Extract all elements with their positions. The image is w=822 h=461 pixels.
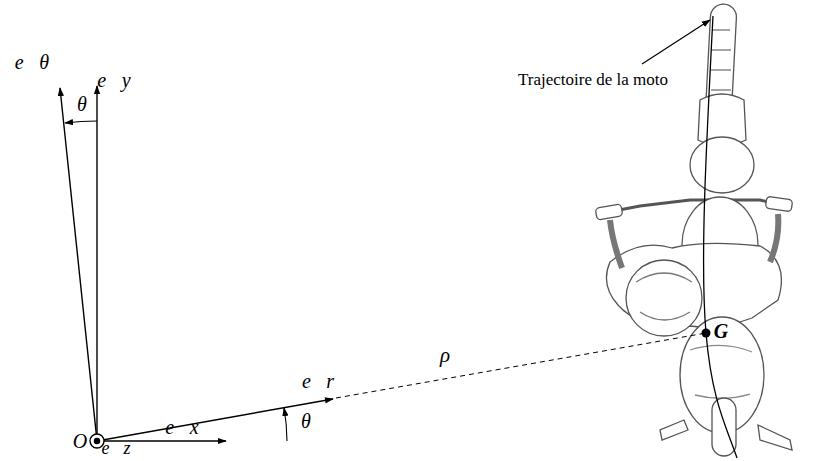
angle-label: θ — [77, 93, 87, 115]
axes — [60, 86, 706, 448]
point-label: G — [714, 320, 728, 342]
center-of-mass-dot — [702, 329, 711, 338]
vector-label: e⃗θ — [15, 51, 49, 73]
point-label: O — [73, 430, 87, 452]
vector-label: e⃗y — [97, 69, 130, 91]
vector-label: e⃗z — [102, 439, 131, 459]
vector-label: e⃗x — [165, 416, 198, 438]
leader-line — [642, 20, 710, 64]
caption-label: Trajectoire de la moto — [518, 71, 668, 90]
distance-label: ρ — [440, 344, 450, 367]
vector-label: e⃗r — [302, 370, 334, 392]
angle-label: θ — [301, 410, 311, 432]
trajectory-curve — [704, 16, 737, 458]
